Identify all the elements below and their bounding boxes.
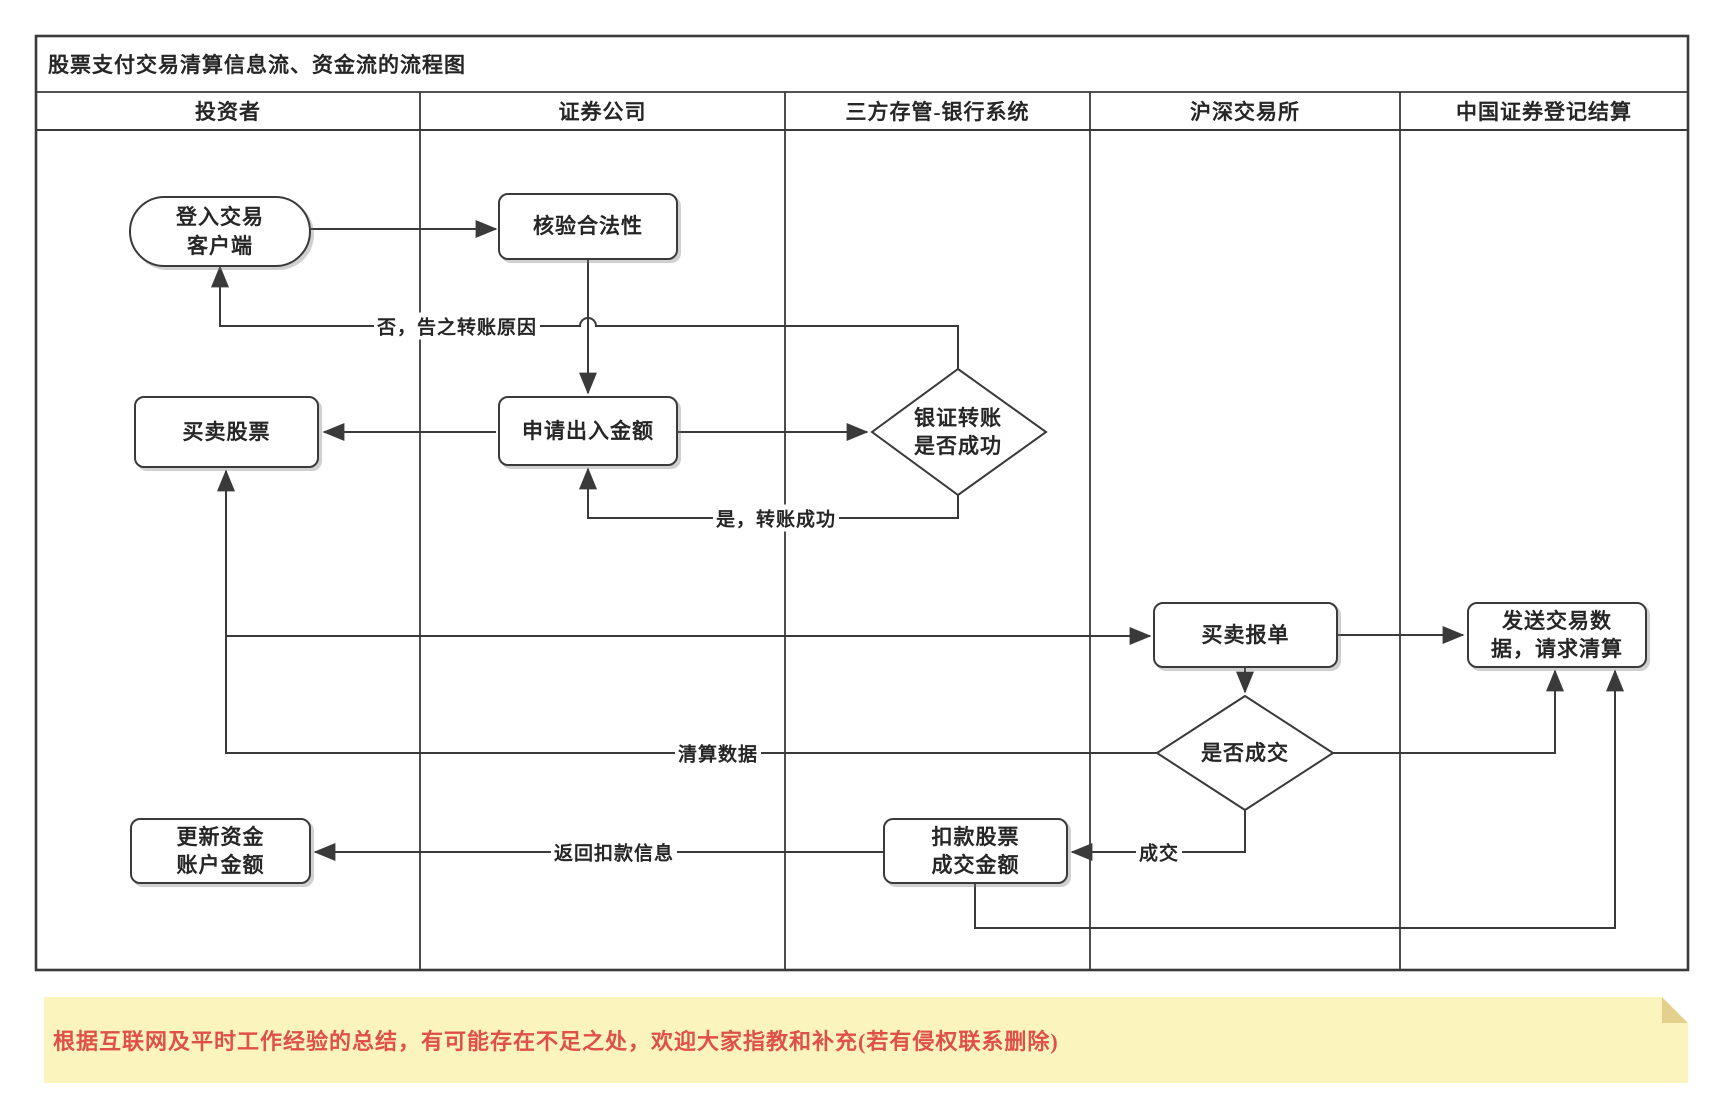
node-deduct-amount: 扣款股票 成交金额 <box>883 818 1068 884</box>
lane-header-broker: 证券公司 <box>558 100 647 124</box>
node-label: 核验合法性 <box>533 214 643 239</box>
edge-deal-to-deduct <box>1070 810 1246 861</box>
lane-header-exchange: 沪深交易所 <box>1190 100 1300 124</box>
lane-header-bank: 三方存管-银行系统 <box>845 100 1030 124</box>
decision-shapes <box>870 367 1335 812</box>
node-label: 申请出入金额 <box>522 418 654 443</box>
transfer-check-diamond <box>870 367 1048 497</box>
deal-check-diamond <box>1155 694 1335 812</box>
node-login-client: 登入交易 客户端 <box>129 196 311 267</box>
node-trade-stock: 买卖股票 <box>134 396 319 468</box>
node-verify-legality: 核验合法性 <box>498 193 678 260</box>
edge-label-yes-success: 是，转账成功 <box>712 504 840 532</box>
node-label: 扣款股票 <box>931 824 1020 849</box>
edge-transfer-no-feedback <box>211 265 959 369</box>
node-send-clearing: 发送交易数 据，请求清算 <box>1467 602 1647 668</box>
node-update-funds: 更新资金 账户金额 <box>130 818 311 884</box>
node-apply-funds: 申请出入金额 <box>498 396 678 466</box>
edge-deduct-to-send <box>974 669 1624 929</box>
swimlane-grid <box>34 34 1690 972</box>
edge-clearing-data-to-trade <box>217 469 1157 754</box>
note-text: 根据互联网及平时工作经验的总结，有可能存在不足之处，欢迎大家指教和补充(若有侵权… <box>53 1029 1059 1054</box>
edge-label-deal: 成交 <box>1135 838 1183 866</box>
lane-header-csdc: 中国证券登记结算 <box>1456 100 1632 124</box>
node-label: 登入交易 <box>176 205 264 230</box>
lane-header-investor: 投资者 <box>195 100 261 124</box>
edge-label-no-reason: 否，告之转账原因 <box>373 312 541 340</box>
edge-deal-check-to-send <box>1333 669 1564 754</box>
node-label: 账户金额 <box>176 853 265 877</box>
node-label: 更新资金 <box>176 824 265 849</box>
sticky-note: 根据互联网及平时工作经验的总结，有可能存在不足之处，欢迎大家指教和补充(若有侵权… <box>44 997 1688 1083</box>
node-label: 买卖报单 <box>1201 622 1290 647</box>
page-title: 股票支付交易清算信息流、资金流的流程图 <box>48 52 466 77</box>
node-label: 客户端 <box>187 233 253 258</box>
node-label: 发送交易数 <box>1502 608 1612 633</box>
node-label: 买卖股票 <box>182 419 271 444</box>
node-label: 成交金额 <box>931 853 1020 877</box>
edge-label-refund-info: 返回扣款信息 <box>550 838 678 866</box>
node-label: 据，请求清算 <box>1491 637 1623 661</box>
edge-label-clearing-data: 清算数据 <box>674 739 762 767</box>
node-order: 买卖报单 <box>1153 602 1338 668</box>
